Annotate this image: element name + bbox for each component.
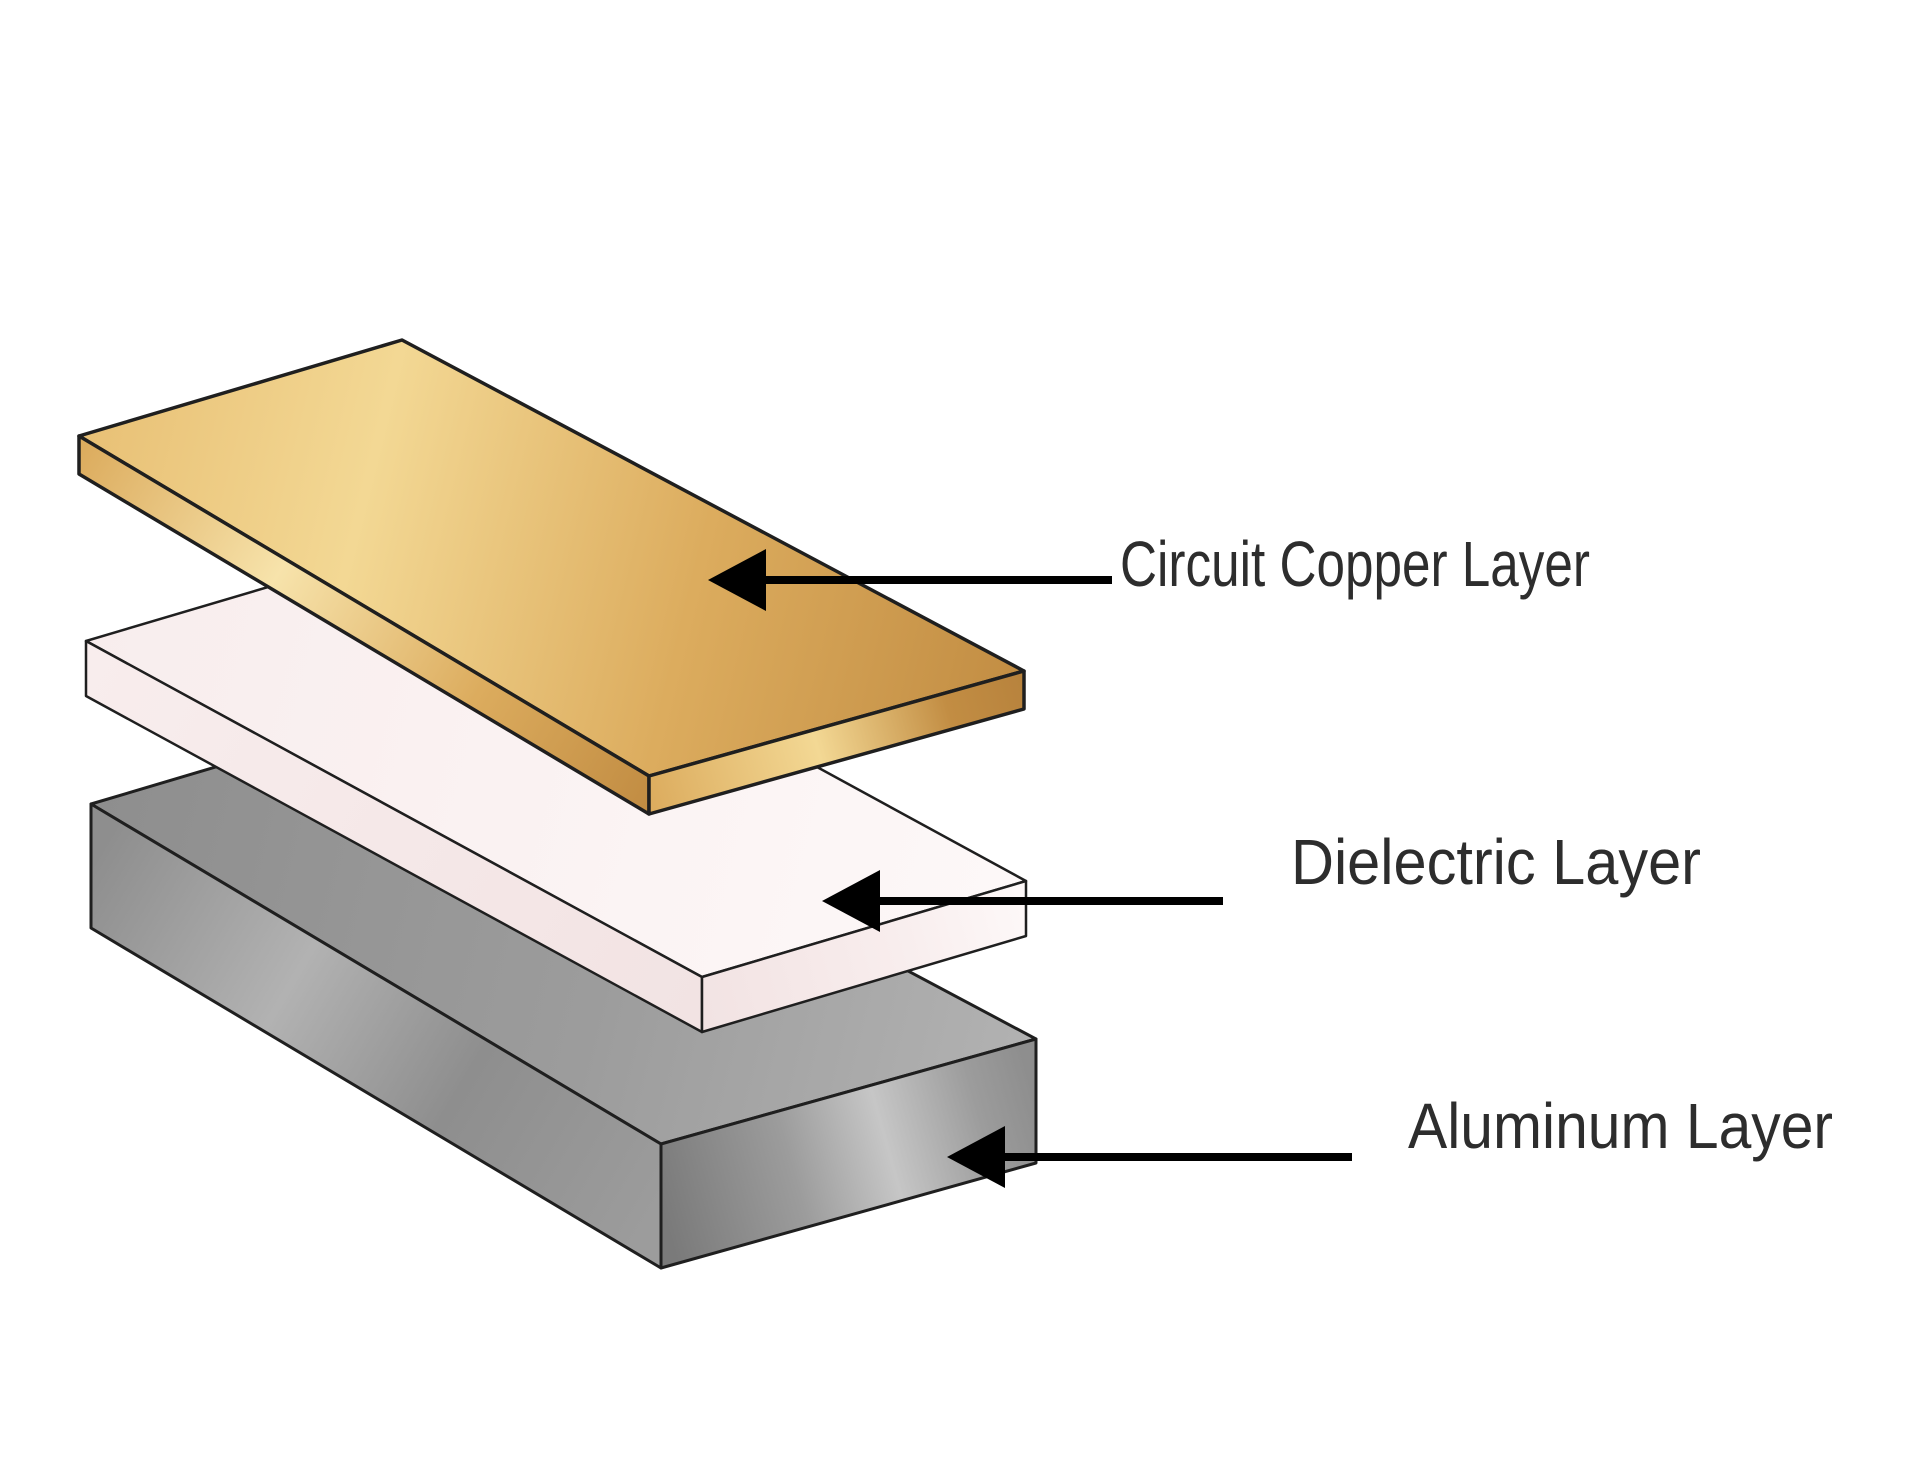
dielectric-layer-shape bbox=[84, 543, 1028, 1034]
copper-callout: Circuit Copper Layer bbox=[708, 528, 1590, 611]
aluminum-layer-label: Aluminum Layer bbox=[1408, 1090, 1833, 1162]
aluminum-arrowhead-icon bbox=[947, 1126, 1005, 1188]
aluminum-callout: Aluminum Layer bbox=[947, 1090, 1833, 1188]
copper-right-front-face bbox=[647, 669, 1026, 816]
dielectric-callout: Dielectric Layer bbox=[822, 826, 1701, 932]
copper-layer-label: Circuit Copper Layer bbox=[1120, 528, 1590, 600]
copper-arrowhead-icon bbox=[708, 549, 766, 611]
dielectric-right-front-face bbox=[700, 879, 1028, 1034]
dielectric-arrowhead-icon bbox=[822, 870, 880, 932]
dielectric-layer-label: Dielectric Layer bbox=[1291, 826, 1701, 898]
aluminum-right-front-face bbox=[659, 1037, 1038, 1270]
copper-layer-shape bbox=[77, 338, 1026, 816]
